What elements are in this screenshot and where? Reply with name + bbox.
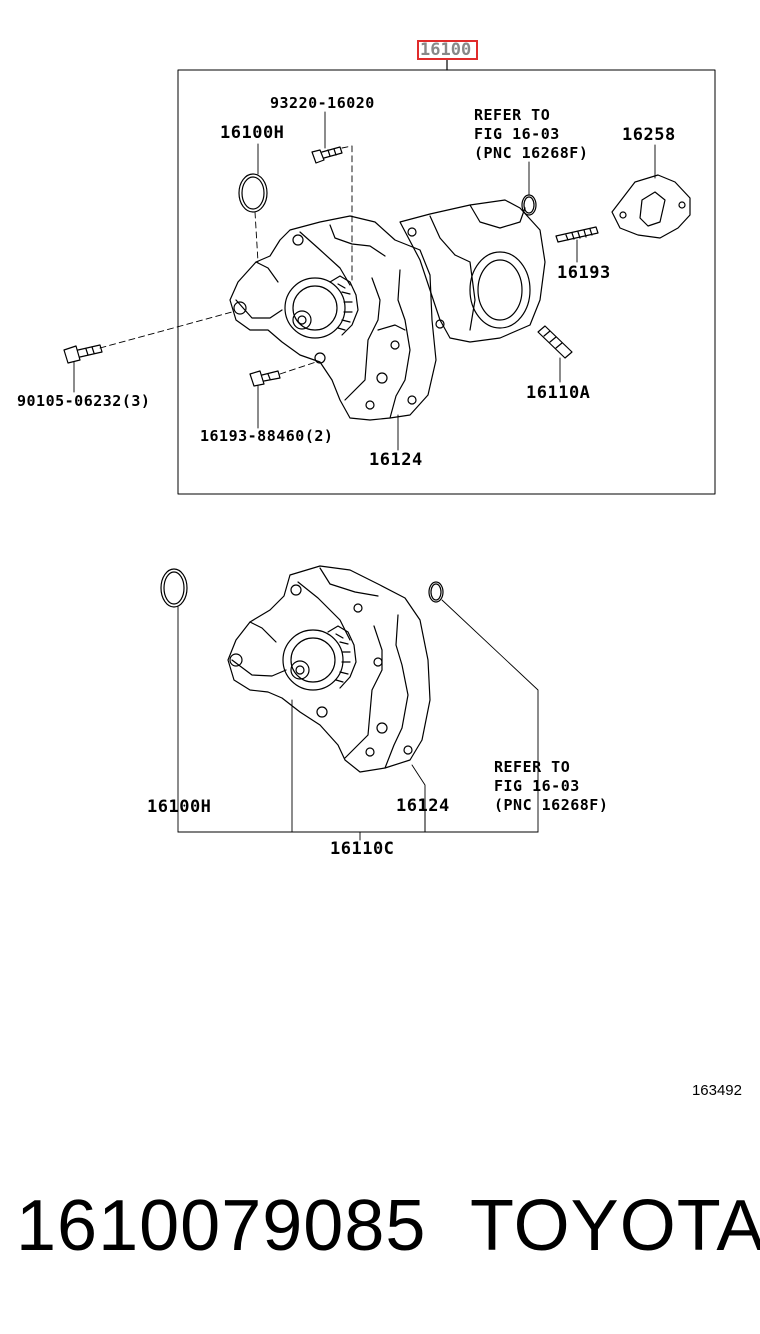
bolt-16193b — [249, 370, 281, 387]
refer-line-1: REFER TO — [494, 758, 571, 776]
oring-16100h-bottom — [160, 568, 188, 608]
label-16193: 16193 — [557, 263, 611, 283]
stud-16193 — [555, 226, 599, 243]
pulley-top — [284, 275, 359, 339]
pump-body-bottom — [227, 565, 431, 773]
label-90105-06232: 90105-06232(3) — [17, 392, 151, 410]
pump-body-top — [229, 199, 546, 421]
brand-name: TOYOTA — [470, 1186, 760, 1266]
bolt-93220 — [311, 146, 343, 164]
label-refer-bottom: REFER TO FIG 16-03 (PNC 16268F) — [494, 758, 608, 815]
stud-16110a — [537, 325, 573, 359]
label-93220-16020: 93220-16020 — [270, 94, 375, 112]
refer-line-3: (PNC 16268F) — [474, 144, 589, 162]
oring-16100h-top — [238, 173, 268, 213]
header-part-label[interactable]: 16100 — [417, 40, 478, 60]
pulley-bottom — [282, 625, 357, 691]
refer-line-1: REFER TO — [474, 106, 551, 124]
gasket-16258 — [611, 174, 691, 239]
label-16124-bottom: 16124 — [396, 796, 450, 816]
refer-line-3: (PNC 16268F) — [494, 796, 609, 814]
part-number: 1610079085 — [16, 1186, 427, 1266]
label-refer-top: REFER TO FIG 16-03 (PNC 16268F) — [474, 106, 588, 163]
bolt-90105 — [63, 344, 103, 364]
label-16100h-top: 16100H — [220, 123, 285, 143]
figure-id: 163492 — [691, 1082, 742, 1099]
label-16100h-bottom: 16100H — [147, 797, 212, 817]
label-16110a: 16110A — [526, 383, 591, 403]
refer-line-2: FIG 16-03 — [474, 125, 560, 143]
oring-refer-bottom — [428, 581, 444, 603]
label-16193-88460: 16193-88460(2) — [200, 427, 334, 445]
refer-line-2: FIG 16-03 — [494, 777, 580, 795]
label-16124-top: 16124 — [369, 450, 423, 470]
label-16258: 16258 — [622, 125, 676, 145]
label-16110c: 16110C — [330, 839, 395, 859]
